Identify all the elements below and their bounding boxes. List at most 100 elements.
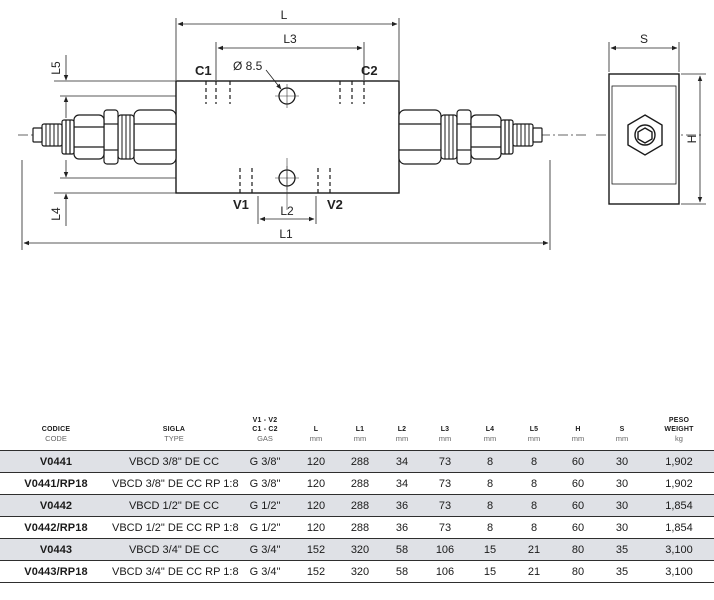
cell-L4: 8	[468, 516, 512, 539]
cell-L5: 8	[512, 450, 556, 473]
cell-type: VBCD 3/4" DE CC RP 1:8	[112, 560, 239, 583]
cell-L: 120	[294, 516, 338, 539]
dim-label-L: L	[281, 8, 288, 22]
cell-L: 120	[294, 494, 338, 517]
cell-L3: 106	[422, 538, 468, 561]
dim-label-H: H	[685, 135, 699, 144]
cell-ports: G 3/8"	[236, 450, 294, 473]
cell-L5: 8	[512, 516, 556, 539]
side-view	[608, 73, 680, 205]
cell-S: 35	[600, 560, 644, 583]
cell-ports: G 3/8"	[236, 472, 294, 495]
cell-L2: 36	[382, 494, 422, 517]
cell-L5: 21	[512, 560, 556, 583]
cell-L1: 320	[338, 538, 382, 561]
table-row: V0441/RP18 VBCD 3/8" DE CC RP 1:8 G 3/8"…	[0, 472, 714, 495]
cell-type: VBCD 3/8" DE CC RP 1:8	[112, 472, 239, 495]
dim-label-L3: L3	[283, 32, 297, 46]
cell-type: VBCD 1/2" DE CC	[112, 494, 236, 517]
cell-L5: 21	[512, 538, 556, 561]
port-label-V2: V2	[327, 197, 343, 212]
dim-label-L4: L4	[49, 207, 63, 221]
cell-code: V0442/RP18	[0, 516, 112, 539]
cell-L3: 106	[422, 560, 468, 583]
table-row: V0442 VBCD 1/2" DE CC G 1/2" 120 288 36 …	[0, 494, 714, 517]
cell-L2: 34	[382, 472, 422, 495]
cell-L3: 73	[422, 494, 468, 517]
cell-ports: G 1/2"	[236, 494, 294, 517]
technical-drawing: L L3 Ø 8.5 C1 C2 V1 V2 L2 L1 L5 L4 S H	[18, 8, 706, 250]
cell-S: 30	[600, 516, 644, 539]
cell-H: 60	[556, 494, 600, 517]
dimension-lines	[21, 18, 706, 250]
cell-S: 35	[600, 538, 644, 561]
cell-L4: 8	[468, 494, 512, 517]
cell-code: V0443/RP18	[0, 560, 112, 583]
table-row: V0442/RP18 VBCD 1/2" DE CC RP 1:8 G 1/2"…	[0, 516, 714, 539]
cell-L2: 36	[382, 516, 422, 539]
cell-L1: 288	[338, 516, 382, 539]
cell-L4: 8	[468, 472, 512, 495]
cell-type: VBCD 3/4" DE CC	[112, 538, 236, 561]
table-row: V0443/RP18 VBCD 3/4" DE CC RP 1:8 G 3/4"…	[0, 560, 714, 583]
port-label-C1: C1	[195, 63, 212, 78]
cell-weight: 3,100	[644, 560, 714, 583]
cell-S: 30	[600, 494, 644, 517]
cell-H: 80	[556, 538, 600, 561]
cell-H: 80	[556, 560, 600, 583]
cell-type: VBCD 1/2" DE CC RP 1:8	[112, 516, 239, 539]
cell-L: 152	[294, 560, 338, 583]
dim-label-L2: L2	[280, 204, 294, 218]
cell-H: 60	[556, 472, 600, 495]
cell-L2: 58	[382, 560, 422, 583]
port-label-V1: V1	[233, 197, 249, 212]
cell-L1: 288	[338, 494, 382, 517]
cell-weight: 1,902	[644, 450, 714, 473]
cell-type: VBCD 3/8" DE CC	[112, 450, 236, 473]
cell-weight: 3,100	[644, 538, 714, 561]
cell-L3: 73	[422, 472, 468, 495]
dim-label-L5: L5	[49, 61, 63, 75]
cell-L5: 8	[512, 494, 556, 517]
cell-H: 60	[556, 450, 600, 473]
cell-S: 30	[600, 472, 644, 495]
cell-L4: 8	[468, 450, 512, 473]
cell-ports: G 3/4"	[236, 560, 294, 583]
cell-L3: 73	[422, 450, 468, 473]
cell-ports: G 3/4"	[236, 538, 294, 561]
port-label-C2: C2	[361, 63, 378, 78]
cell-code: V0441	[0, 450, 112, 473]
table-row: V0441 VBCD 3/8" DE CC G 3/8" 120 288 34 …	[0, 450, 714, 473]
hidden-port-lines	[205, 81, 365, 193]
cell-L: 120	[294, 472, 338, 495]
cell-weight: 1,854	[644, 516, 714, 539]
hole-diameter-label: Ø 8.5	[233, 59, 263, 73]
cell-L: 120	[294, 450, 338, 473]
table-row: V0443 VBCD 3/4" DE CC G 3/4" 152 320 58 …	[0, 538, 714, 561]
dim-label-L1: L1	[279, 227, 293, 241]
cell-L4: 15	[468, 560, 512, 583]
cell-L: 152	[294, 538, 338, 561]
dim-label-S: S	[640, 32, 648, 46]
cell-L1: 288	[338, 450, 382, 473]
cell-weight: 1,902	[644, 472, 714, 495]
cell-L2: 58	[382, 538, 422, 561]
cell-code: V0443	[0, 538, 112, 561]
cell-code: V0442	[0, 494, 112, 517]
cell-L2: 34	[382, 450, 422, 473]
cell-weight: 1,854	[644, 494, 714, 517]
cell-L1: 288	[338, 472, 382, 495]
